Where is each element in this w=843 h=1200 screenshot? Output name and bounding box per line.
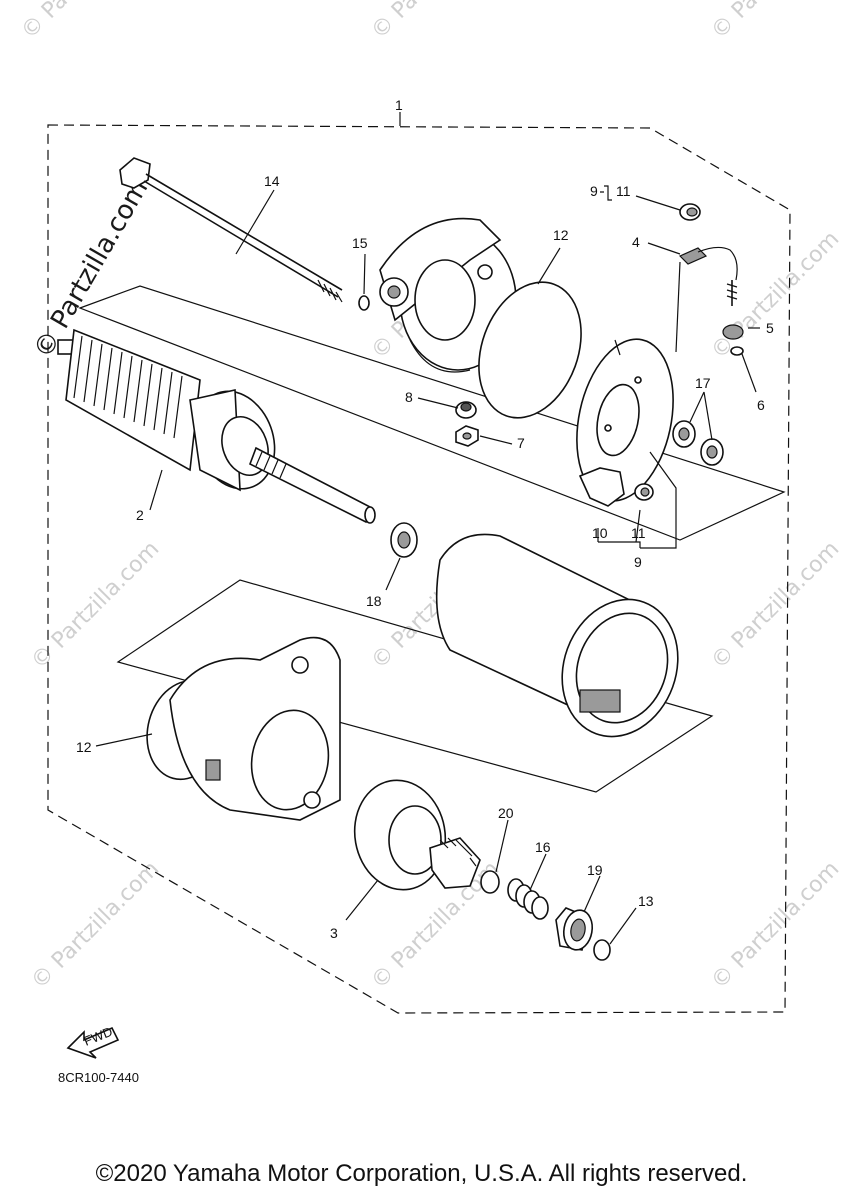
callout-19: 19 [587,862,603,878]
o-ring-terminal [730,346,744,356]
watermark: © Partzilla.com [27,537,165,675]
callout-11-lower: 11 [631,525,646,541]
callout-17: 17 [695,375,711,391]
callout-10: 10 [592,525,608,541]
insulator-bush [722,324,744,340]
callout-11-upper: 11 [616,183,631,199]
callout-18: 18 [366,593,382,609]
armature [57,328,376,524]
yoke [435,533,679,738]
upper-plane [78,285,786,541]
callout-2: 2 [136,507,144,523]
brush-plate [576,338,674,502]
watermark: © Partzilla.com [707,0,843,44]
washer-and-nut [455,401,479,447]
callout-12-upper: 12 [553,227,569,243]
brush-lead [675,246,738,353]
callout-4: 4 [632,234,640,250]
front-cover [169,636,341,821]
copyright-notice: ©2020 Yamaha Motor Corporation, U.S.A. A… [95,1160,748,1187]
callout-12-lower: 12 [76,739,92,755]
watermark-main: © Partzilla.com [28,175,154,364]
callout-13: 13 [638,893,654,909]
callout-14: 14 [264,173,280,189]
callout-9-upper: 9 [590,183,598,199]
group-bracket [600,185,612,201]
brush-holder-lower [578,467,654,507]
leader-lines [95,189,760,945]
pinion-clutch [353,779,481,891]
callout-16: 16 [535,839,551,855]
pinion-spring [507,878,549,920]
callout-6: 6 [757,397,765,413]
o-ring-small [358,295,370,311]
watermark: © Partzilla.com [17,0,155,44]
circlip-end [593,939,611,961]
brush-spring-upper [679,203,701,221]
callout-labels: 1 2 3 4 5 6 7 8 9 9 10 11 11 12 12 13 14… [76,97,774,941]
watermark: © Partzilla.com [27,857,165,995]
callout-5: 5 [766,320,774,336]
lower-plane [116,579,714,793]
watermark: © Partzilla.com [707,857,843,995]
collar [555,907,594,951]
callout-7: 7 [517,435,525,451]
diagram-code: 8CR100-7440 [58,1070,139,1085]
callout-15: 15 [352,235,368,251]
callout-1: 1 [395,97,403,113]
watermark: © Partzilla.com [707,537,843,675]
watermark: © Partzilla.com [367,0,505,44]
callout-8: 8 [405,389,413,405]
watermark: © Partzilla.com [707,227,843,365]
circlip [480,870,500,894]
assembly-boundary [47,124,791,1014]
o-ring-large-upper [478,281,582,419]
callout-20: 20 [498,805,514,821]
callout-3: 3 [330,925,338,941]
through-bolt [119,157,343,303]
forward-arrow-icon: FWD [66,1024,120,1059]
callout-9-lower: 9 [634,554,642,570]
